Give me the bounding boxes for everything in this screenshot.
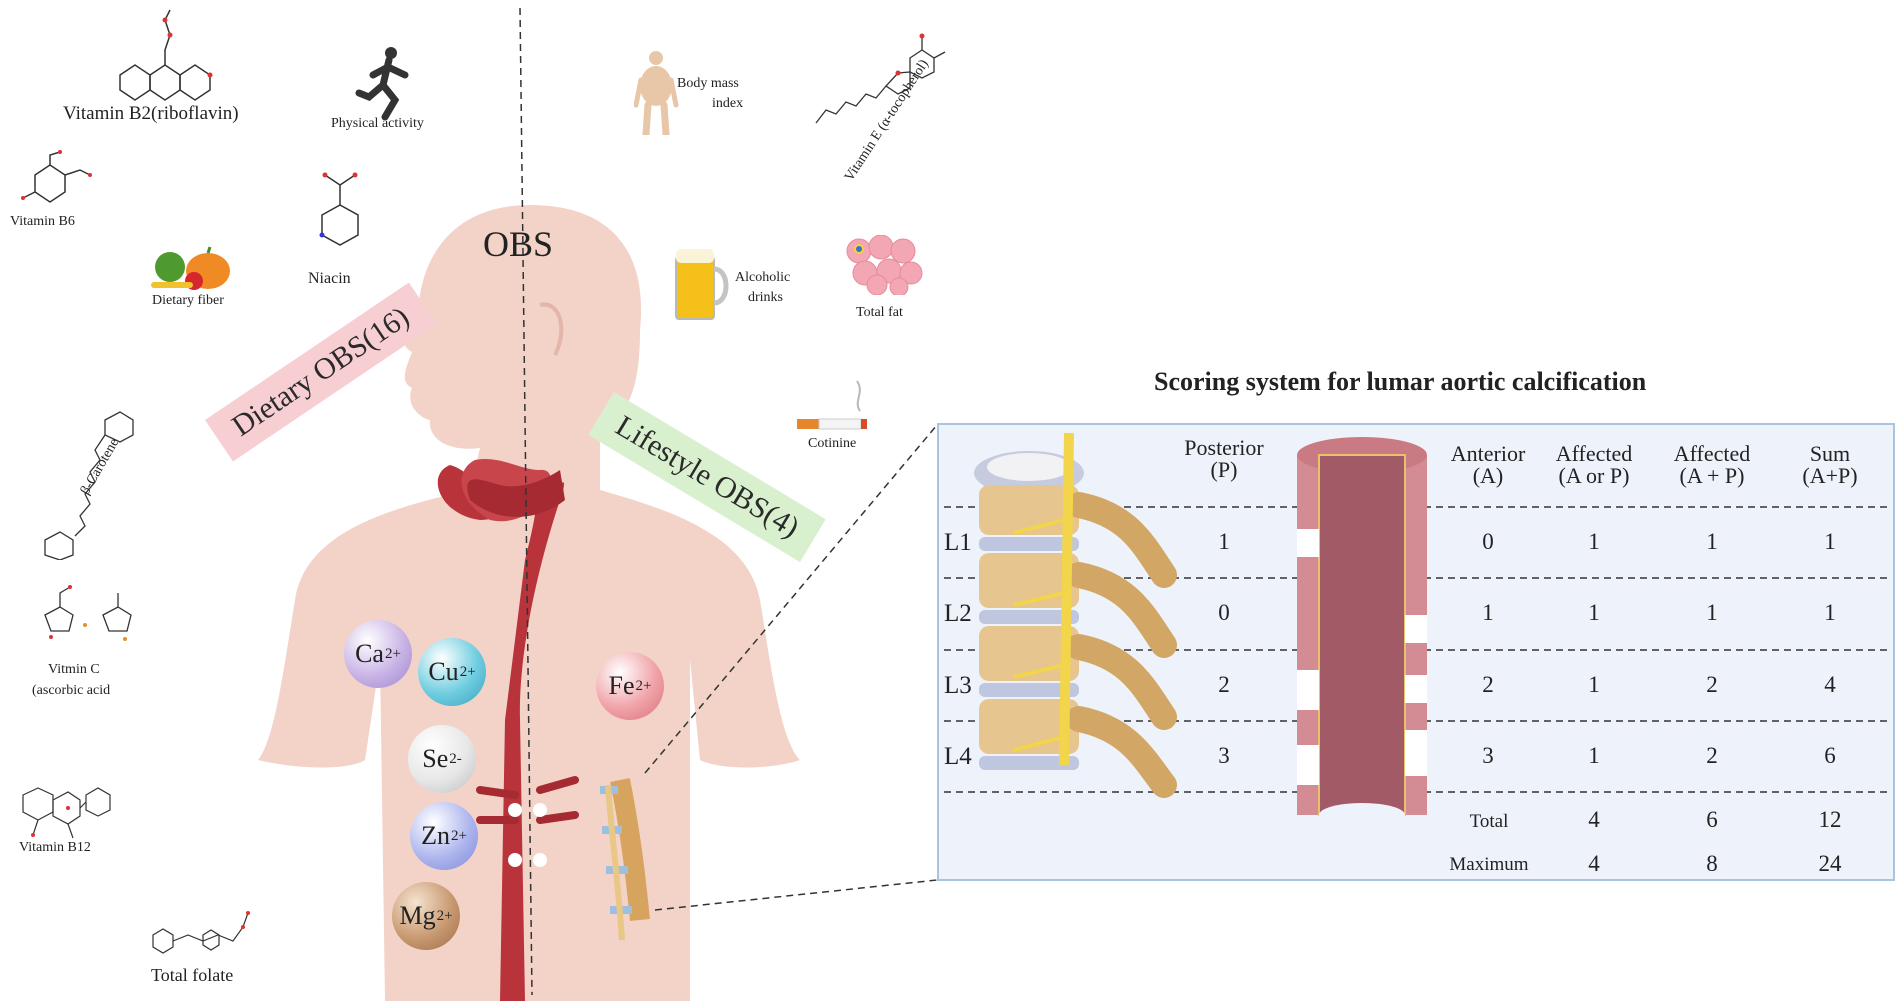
- scoring-title: Scoring system for lumar aortic calcific…: [1154, 367, 1647, 396]
- cell-affected-or-l1: 1: [1588, 529, 1600, 554]
- cell-affected-plus-l1: 1: [1706, 529, 1718, 554]
- aorta-drawing: [1297, 437, 1427, 827]
- total-fat-label: Total fat: [856, 305, 903, 320]
- vitamin-b12-structure-icon: [22, 787, 111, 839]
- row-label-l1: L1: [944, 529, 972, 556]
- cell-posterior-l1: 1: [1218, 529, 1230, 554]
- maximum-affected-or: 4: [1588, 851, 1600, 876]
- total-sum: 12: [1818, 807, 1842, 832]
- cell-sum-l1: 1: [1824, 529, 1836, 554]
- maximum-affected-plus: 8: [1706, 851, 1718, 876]
- center-divider: [519, 7, 533, 996]
- cell-affected-or-l2: 1: [1588, 600, 1600, 625]
- alcohol-label-line2: drinks: [748, 290, 783, 305]
- dietary-fiber-label: Dietary fiber: [152, 293, 224, 308]
- total-affected-or: 4: [1588, 807, 1600, 832]
- vitamin-c-label-line2: (ascorbic acid: [32, 683, 111, 698]
- vitamin-b2-label: Vitamin B2(riboflavin): [63, 103, 239, 124]
- zoom-guide-bottom: [654, 879, 938, 911]
- alcohol-label-line1: Alcoholic: [735, 270, 791, 285]
- beer-mug-icon: [675, 249, 729, 320]
- vitamin-b6-structure-icon: [21, 150, 92, 203]
- folate-structure-icon: [152, 911, 250, 954]
- obs-label: OBS: [483, 224, 554, 264]
- vitamin-b6-label: Vitamin B6: [10, 214, 75, 229]
- maximum-sum: 24: [1818, 851, 1842, 876]
- bmi-label-line1: Body mass: [677, 76, 739, 91]
- table-graphics: [944, 432, 1889, 827]
- niacin-label: Niacin: [308, 270, 351, 287]
- runner-icon: [355, 47, 409, 120]
- cell-posterior-l4: 3: [1218, 743, 1230, 768]
- cell-sum-l4: 6: [1824, 743, 1836, 768]
- riboflavin-structure-icon: [119, 9, 213, 101]
- cell-anterior-l4: 3: [1482, 743, 1494, 768]
- header-anterior: Anterior(A): [1450, 441, 1526, 488]
- total-folate-label: Total folate: [151, 965, 234, 985]
- zoom-guide-top: [644, 424, 938, 774]
- bmi-label-line2: index: [712, 96, 744, 111]
- aorta: [437, 465, 565, 1001]
- scoring-table: Posterior(P) Anterior(A) Affected(A or P…: [937, 423, 1895, 881]
- body-figure-icon: [634, 51, 679, 135]
- cell-affected-or-l3: 1: [1588, 672, 1600, 697]
- cell-sum-l3: 4: [1824, 672, 1836, 697]
- physical-activity-label: Physical activity: [331, 116, 424, 131]
- beta-carotene-structure-icon: [44, 411, 134, 560]
- row-label-l3: L3: [944, 672, 972, 699]
- cell-sum-l2: 1: [1824, 600, 1836, 625]
- cell-posterior-l2: 0: [1218, 600, 1230, 625]
- niacin-structure-icon: [319, 172, 359, 246]
- cell-posterior-l3: 2: [1218, 672, 1230, 697]
- cell-anterior-l1: 0: [1482, 529, 1494, 554]
- row-label-l4: L4: [944, 743, 972, 770]
- row-label-l2: L2: [944, 600, 972, 627]
- total-affected-plus: 6: [1706, 807, 1718, 832]
- spine-drawing: [974, 432, 1177, 798]
- cell-anterior-l3: 2: [1482, 672, 1494, 697]
- cell-affected-or-l4: 1: [1588, 743, 1600, 768]
- vitamin-c-structure-icon: [44, 585, 132, 641]
- vitamin-e-structure-icon: [815, 33, 946, 124]
- cell-anterior-l2: 1: [1482, 600, 1494, 625]
- cell-affected-plus-l2: 1: [1706, 600, 1718, 625]
- cigarette-icon: [797, 380, 867, 430]
- mini-spine: [600, 778, 650, 941]
- header-sum: Sum(A+P): [1802, 441, 1858, 488]
- cell-affected-plus-l3: 2: [1706, 672, 1718, 697]
- header-affected-plus: Affected(A + P): [1673, 441, 1751, 488]
- vitamin-b12-label: Vitamin B12: [19, 840, 91, 855]
- vegetables-icon: [151, 246, 230, 290]
- header-posterior: Posterior(P): [1184, 435, 1264, 482]
- total-label: Total: [1469, 811, 1509, 832]
- vitamin-c-label-line1: Vitmin C: [48, 662, 100, 677]
- fat-cells-icon: [846, 235, 923, 295]
- cell-affected-plus-l4: 2: [1706, 743, 1718, 768]
- header-affected-or: Affected(A or P): [1555, 441, 1633, 488]
- maximum-label: Maximum: [1449, 854, 1529, 875]
- cotinine-label: Cotinine: [808, 436, 857, 451]
